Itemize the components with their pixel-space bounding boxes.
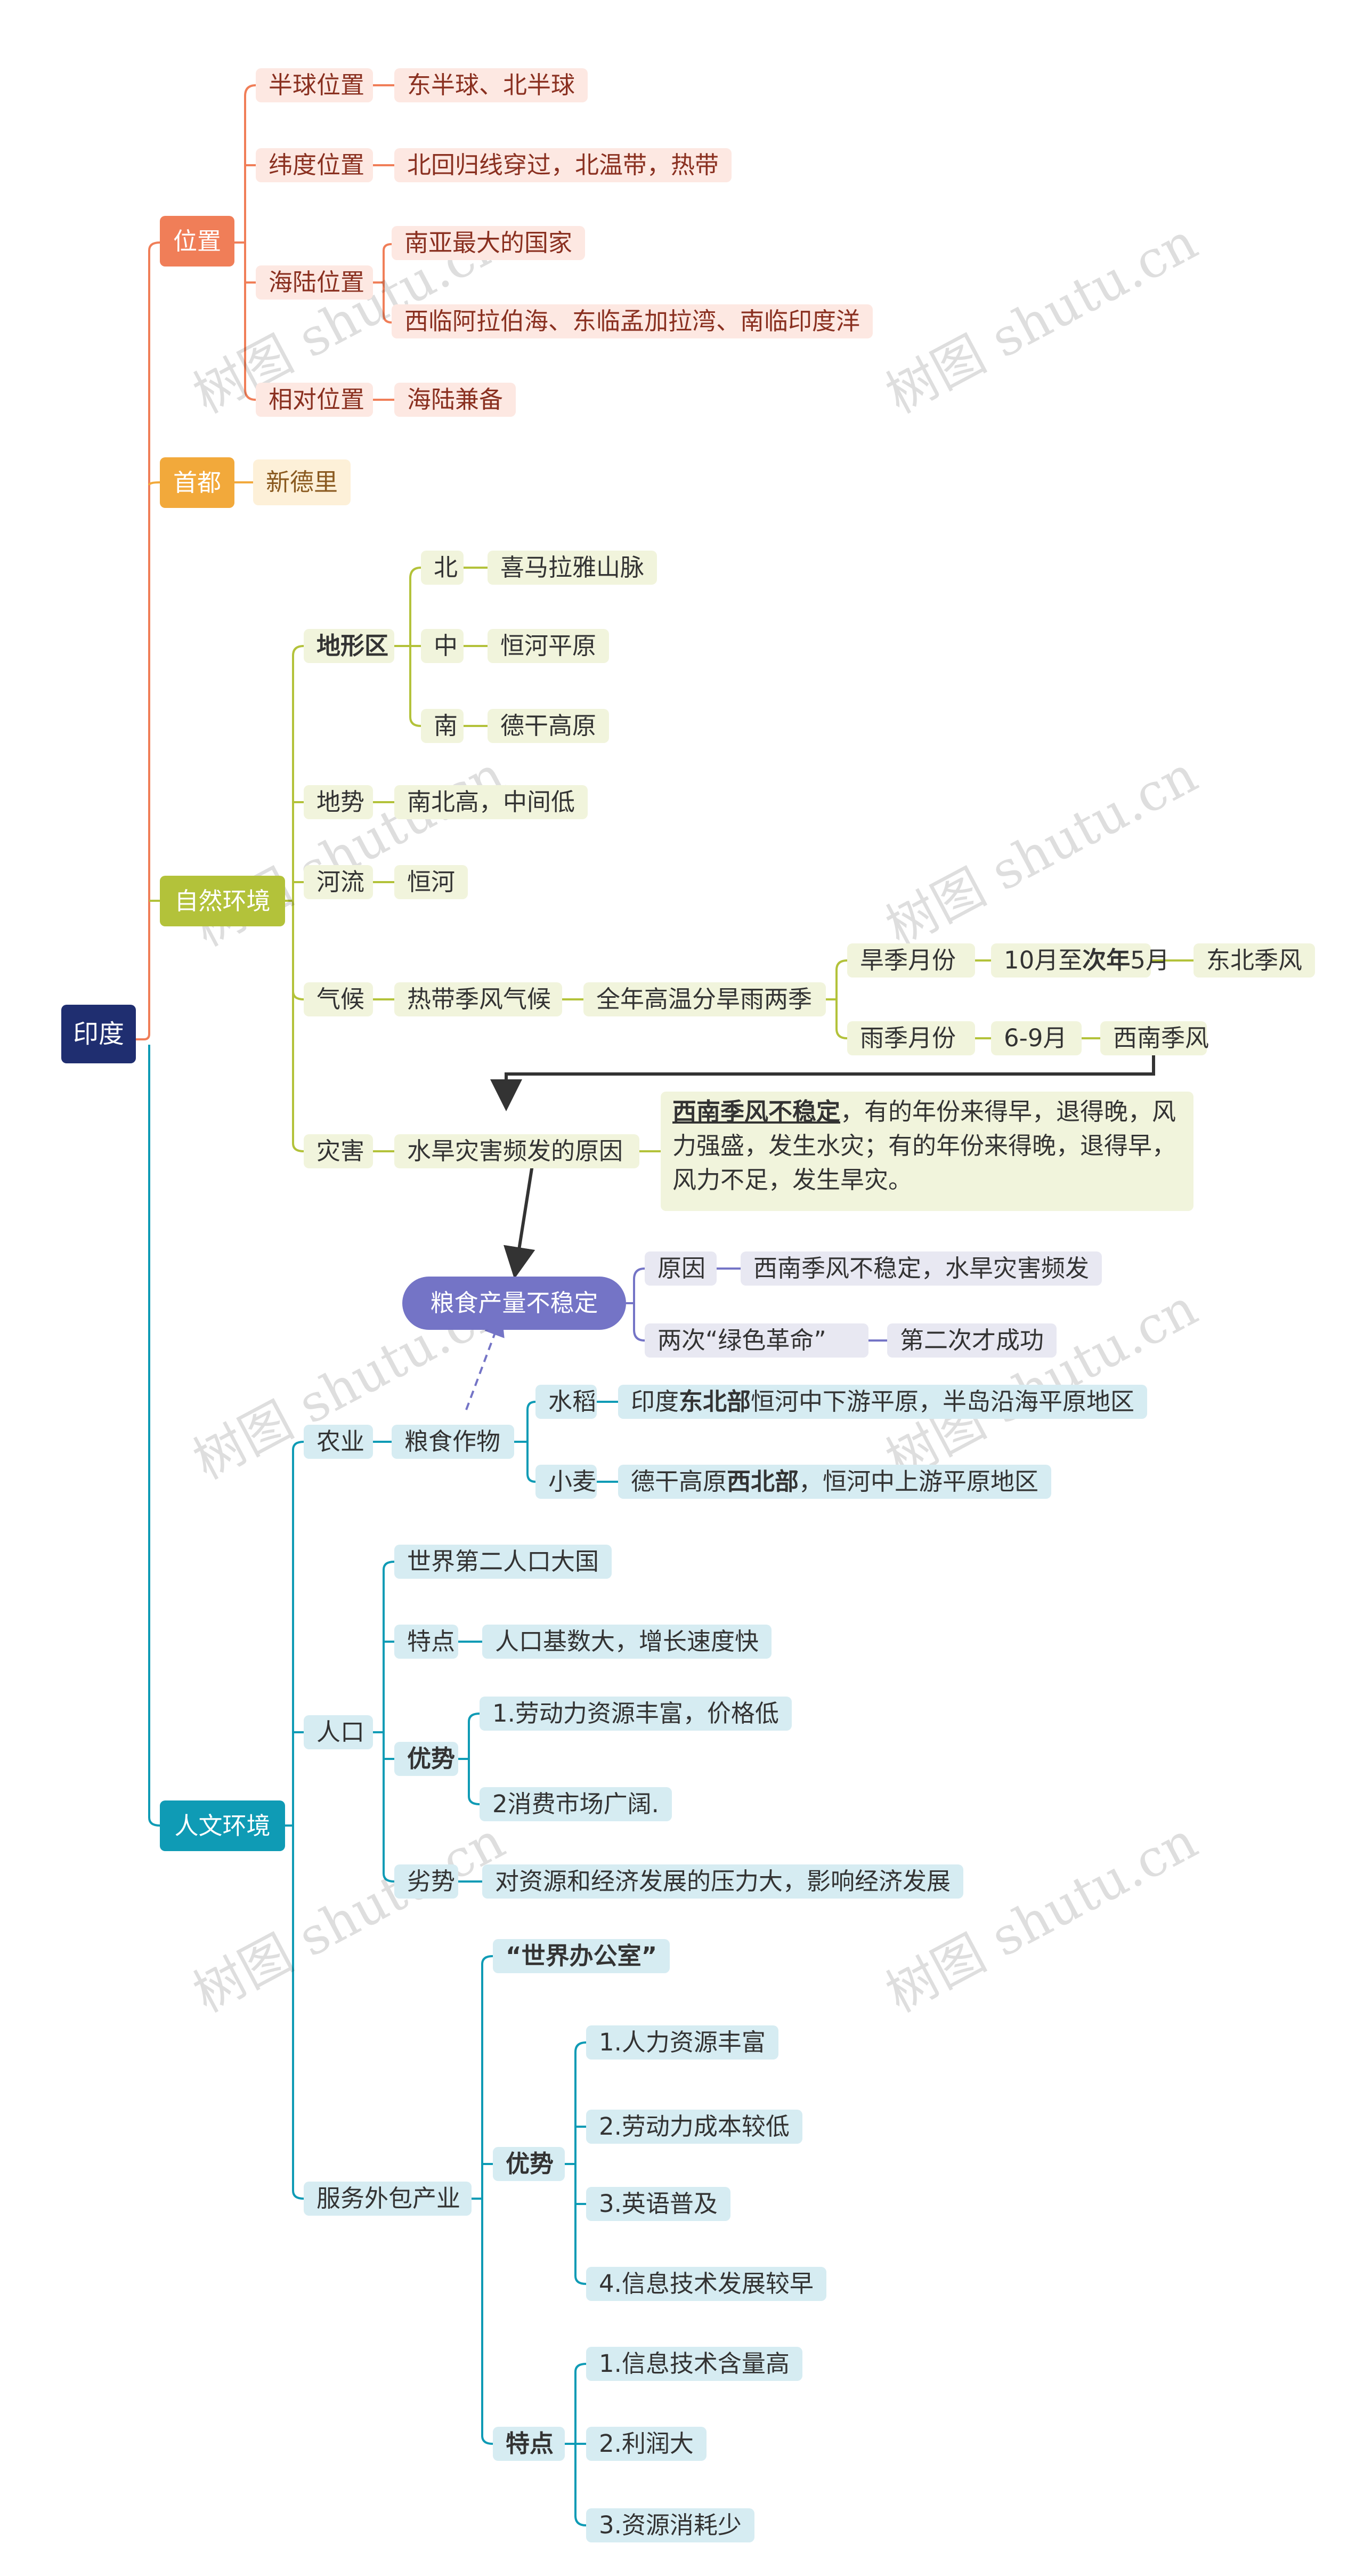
sea-land-label[interactable]: 海陆位置	[256, 265, 373, 300]
disaster-cause-detail[interactable]: 西南季风不稳定，有的年份来得早，退得晚，风力强盛，发生水灾；有的年份来得晚，退得…	[661, 1092, 1194, 1211]
human-node[interactable]: 人文环境	[160, 1800, 285, 1851]
outsourcing-advantage-4[interactable]: 4.信息技术发展较早	[586, 2267, 826, 2301]
wheat-region[interactable]: 德干高原西北部，恒河中上游平原地区	[618, 1465, 1052, 1499]
nature-node[interactable]: 自然环境	[160, 876, 285, 926]
outsourcing-label[interactable]: 服务外包产业	[304, 2182, 472, 2216]
wet-season-wind[interactable]: 西南季风	[1100, 1021, 1209, 1055]
terrain-middle-label[interactable]: 中	[421, 629, 464, 663]
disaster-cause-label[interactable]: 水旱灾害频发的原因	[394, 1134, 639, 1168]
sea-land-value-1[interactable]: 南亚最大的国家	[392, 226, 586, 260]
population-advantage-1[interactable]: 1.劳动力资源丰富，价格低	[480, 1697, 792, 1731]
grain-reason-value[interactable]: 西南季风不稳定，水旱灾害频发	[741, 1251, 1102, 1286]
dry-season-label[interactable]: 旱季月份	[847, 943, 975, 978]
terrain-label[interactable]: 地形区	[304, 629, 394, 663]
wet-season-label[interactable]: 雨季月份	[847, 1021, 975, 1055]
population-rank[interactable]: 世界第二人口大国	[394, 1545, 612, 1579]
root-node[interactable]: 印度	[61, 1005, 136, 1063]
disaster-label[interactable]: 灾害	[304, 1134, 373, 1168]
population-advantage-2[interactable]: 2消费市场广阔.	[480, 1787, 672, 1821]
outsourcing-advantage-2[interactable]: 2.劳动力成本较低	[586, 2110, 802, 2144]
terrain-north-label[interactable]: 北	[421, 551, 464, 585]
dry-season-wind[interactable]: 东北季风	[1194, 943, 1316, 978]
population-advantage-label[interactable]: 优势	[394, 1742, 458, 1776]
hemisphere-value[interactable]: 东半球、北半球	[394, 68, 588, 102]
outsourcing-advantage-3[interactable]: 3.英语普及	[586, 2187, 730, 2221]
world-office-title[interactable]: “世界办公室”	[493, 1939, 670, 1973]
outsourcing-feature-2[interactable]: 2.利润大	[586, 2427, 707, 2461]
terrain-middle-value[interactable]: 恒河平原	[488, 629, 610, 663]
climate-type[interactable]: 热带季风气候	[394, 982, 562, 1016]
green-revolution-value[interactable]: 第二次才成功	[887, 1323, 1057, 1358]
latitude-label[interactable]: 纬度位置	[256, 148, 373, 182]
terrain-south-label[interactable]: 南	[421, 709, 464, 743]
population-feature-label[interactable]: 特点	[394, 1625, 458, 1659]
wet-season-months[interactable]: 6-9月	[991, 1021, 1082, 1055]
population-feature-value[interactable]: 人口基数大，增长速度快	[482, 1625, 772, 1659]
outsourcing-advantage-label[interactable]: 优势	[493, 2147, 565, 2181]
rice-label[interactable]: 水稻	[535, 1385, 597, 1419]
rice-region[interactable]: 印度东北部恒河中下游平原，半岛沿海平原地区	[618, 1385, 1148, 1419]
hemisphere-label[interactable]: 半球位置	[256, 68, 373, 102]
river-value[interactable]: 恒河	[394, 865, 468, 899]
river-label[interactable]: 河流	[304, 865, 373, 899]
climate-label[interactable]: 气候	[304, 982, 373, 1016]
relative-label[interactable]: 相对位置	[256, 383, 373, 417]
capital-node[interactable]: 首都	[160, 457, 234, 508]
terrain-south-value[interactable]: 德干高原	[488, 709, 610, 743]
population-label[interactable]: 人口	[304, 1715, 373, 1749]
population-disadvantage-label[interactable]: 劣势	[394, 1864, 458, 1899]
relative-value[interactable]: 海陆兼备	[394, 383, 516, 417]
relief-value[interactable]: 南北高，中间低	[394, 785, 588, 819]
grain-crops-label[interactable]: 粮食作物	[392, 1425, 514, 1459]
outsourcing-advantage-1[interactable]: 1.人力资源丰富	[586, 2025, 778, 2060]
terrain-north-value[interactable]: 喜马拉雅山脉	[488, 551, 657, 585]
capital-value[interactable]: 新德里	[253, 459, 351, 505]
outsourcing-feature-1[interactable]: 1.信息技术含量高	[586, 2347, 802, 2381]
relief-label[interactable]: 地势	[304, 785, 373, 819]
outsourcing-feature-3[interactable]: 3.资源消耗少	[586, 2508, 754, 2542]
agriculture-label[interactable]: 农业	[304, 1425, 373, 1459]
grain-reason-label[interactable]: 原因	[645, 1251, 717, 1286]
population-disadvantage-value[interactable]: 对资源和经济发展的压力大，影响经济发展	[482, 1864, 964, 1899]
wheat-label[interactable]: 小麦	[535, 1465, 597, 1499]
green-revolution-label[interactable]: 两次“绿色革命”	[645, 1323, 868, 1358]
grain-instability-node[interactable]: 粮食产量不稳定	[402, 1277, 626, 1330]
outsourcing-feature-label[interactable]: 特点	[493, 2427, 565, 2461]
sea-land-value-2[interactable]: 西临阿拉伯海、东临孟加拉湾、南临印度洋	[392, 304, 873, 338]
location-node[interactable]: 位置	[160, 216, 234, 267]
climate-feature[interactable]: 全年高温分旱雨两季	[583, 982, 826, 1016]
latitude-value[interactable]: 北回归线穿过，北温带，热带	[394, 148, 732, 182]
